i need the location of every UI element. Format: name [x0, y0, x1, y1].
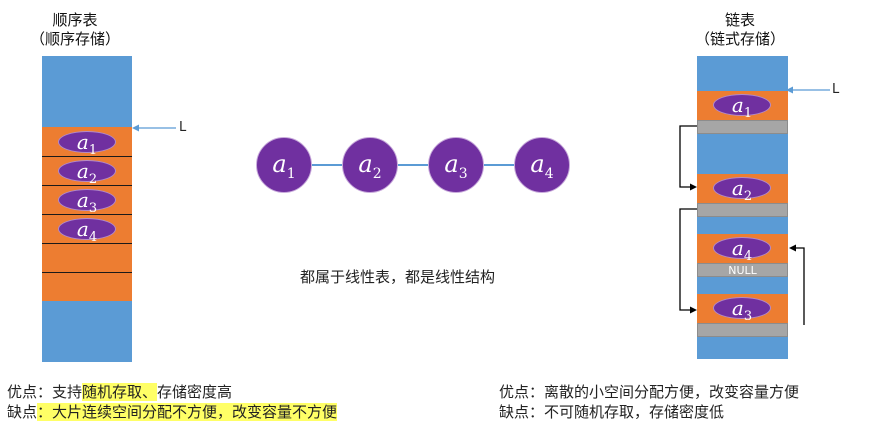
linked-subtitle: （链式存储）	[694, 30, 785, 48]
node-a4: a4	[514, 137, 570, 193]
cell-divider	[42, 243, 132, 244]
element-subscript: 1	[743, 106, 753, 121]
element-subscript: 4	[88, 230, 98, 245]
cell-divider	[42, 156, 132, 157]
node-a2: a2	[342, 137, 398, 193]
linked-cons: 缺点：不可随机存取，存储密度低	[499, 403, 725, 421]
link-arrows	[679, 125, 805, 325]
node-subscript: 1	[286, 165, 296, 182]
element-subscript: 2	[88, 172, 98, 187]
linked-element-a1: a1	[713, 93, 771, 121]
element-subscript: 4	[743, 249, 753, 264]
linked-node-2-pointer	[697, 203, 788, 217]
link-a2-to-a3-arrow	[679, 208, 697, 311]
linked-element-a4: a4	[713, 236, 771, 264]
element-symbol: a	[731, 176, 744, 200]
element-symbol: a	[76, 159, 89, 183]
element-symbol: a	[731, 296, 744, 320]
sequential-storage-region: a1 a2 a3 a4	[42, 127, 132, 301]
linked-pros: 优点：离散的小空间分配方便，改变容量方便	[499, 383, 800, 401]
linked-node-1-pointer	[697, 120, 788, 134]
linked-element-a2: a2	[713, 176, 771, 204]
sequential-pros: 优点：支持随机存取、存储密度高	[7, 382, 232, 402]
center-caption: 都属于线性表，都是线性结构	[300, 268, 496, 286]
node-subscript: 2	[372, 165, 382, 182]
linked-title-text: 链表	[724, 11, 755, 29]
cell-divider	[42, 185, 132, 186]
node-subscript: 3	[458, 165, 468, 182]
link-a3-to-a4-arrow	[796, 247, 805, 325]
element-symbol: a	[76, 188, 89, 212]
null-label: NULL	[728, 264, 757, 277]
seq-pro-prefix: 优点：支持	[7, 383, 83, 401]
node-a3: a3	[428, 137, 484, 193]
seq-element-a3: a3	[58, 188, 116, 216]
node-connector-line	[284, 164, 546, 166]
seq-element-a1: a1	[58, 130, 116, 158]
sequential-pointer-arrow	[132, 124, 176, 132]
element-symbol: a	[731, 93, 744, 117]
linked-title: 链表 （链式存储）	[685, 11, 795, 49]
seq-con-prefix: 缺点	[7, 403, 38, 421]
seq-pro-rest: 存储密度高	[157, 383, 233, 401]
sequential-title: 顺序表 （顺序存储）	[20, 11, 130, 49]
element-symbol: a	[76, 217, 89, 241]
element-subscript: 3	[88, 201, 98, 216]
sequential-pointer-label: L	[179, 120, 187, 135]
linked-pointer-label: L	[832, 82, 840, 97]
sequential-subtitle: （顺序存储）	[29, 30, 120, 48]
seq-con-highlight: ：大片连续空间分配不方便，改变容量不方便	[37, 403, 338, 421]
linked-node-4-null-pointer: NULL	[697, 263, 788, 277]
node-subscript: 4	[544, 165, 554, 182]
element-subscript: 3	[743, 309, 753, 324]
node-a1: a1	[256, 137, 312, 193]
node-symbol: a	[530, 150, 545, 178]
sequential-title-text: 顺序表	[52, 11, 98, 29]
linked-memory-block: a1 a2 NULL a4 a3	[697, 56, 788, 359]
element-subscript: 2	[743, 189, 753, 204]
element-subscript: 1	[88, 143, 98, 158]
linked-pointer-arrow	[786, 86, 830, 94]
element-symbol: a	[731, 236, 744, 260]
cell-divider	[42, 214, 132, 215]
link-a1-to-a2-arrow	[679, 125, 697, 188]
cell-divider	[42, 272, 132, 273]
seq-element-a2: a2	[58, 159, 116, 187]
sequential-cons: 缺点：大片连续空间分配不方便，改变容量不方便	[7, 402, 338, 422]
sequential-memory-block: a1 a2 a3 a4	[42, 56, 132, 362]
seq-element-a4: a4	[58, 217, 116, 245]
seq-pro-highlight: 随机存取、	[82, 383, 158, 401]
node-symbol: a	[444, 150, 459, 178]
element-symbol: a	[76, 130, 89, 154]
node-symbol: a	[272, 150, 287, 178]
linked-element-a3: a3	[713, 296, 771, 324]
node-symbol: a	[358, 150, 373, 178]
linked-node-3-pointer	[697, 323, 788, 337]
